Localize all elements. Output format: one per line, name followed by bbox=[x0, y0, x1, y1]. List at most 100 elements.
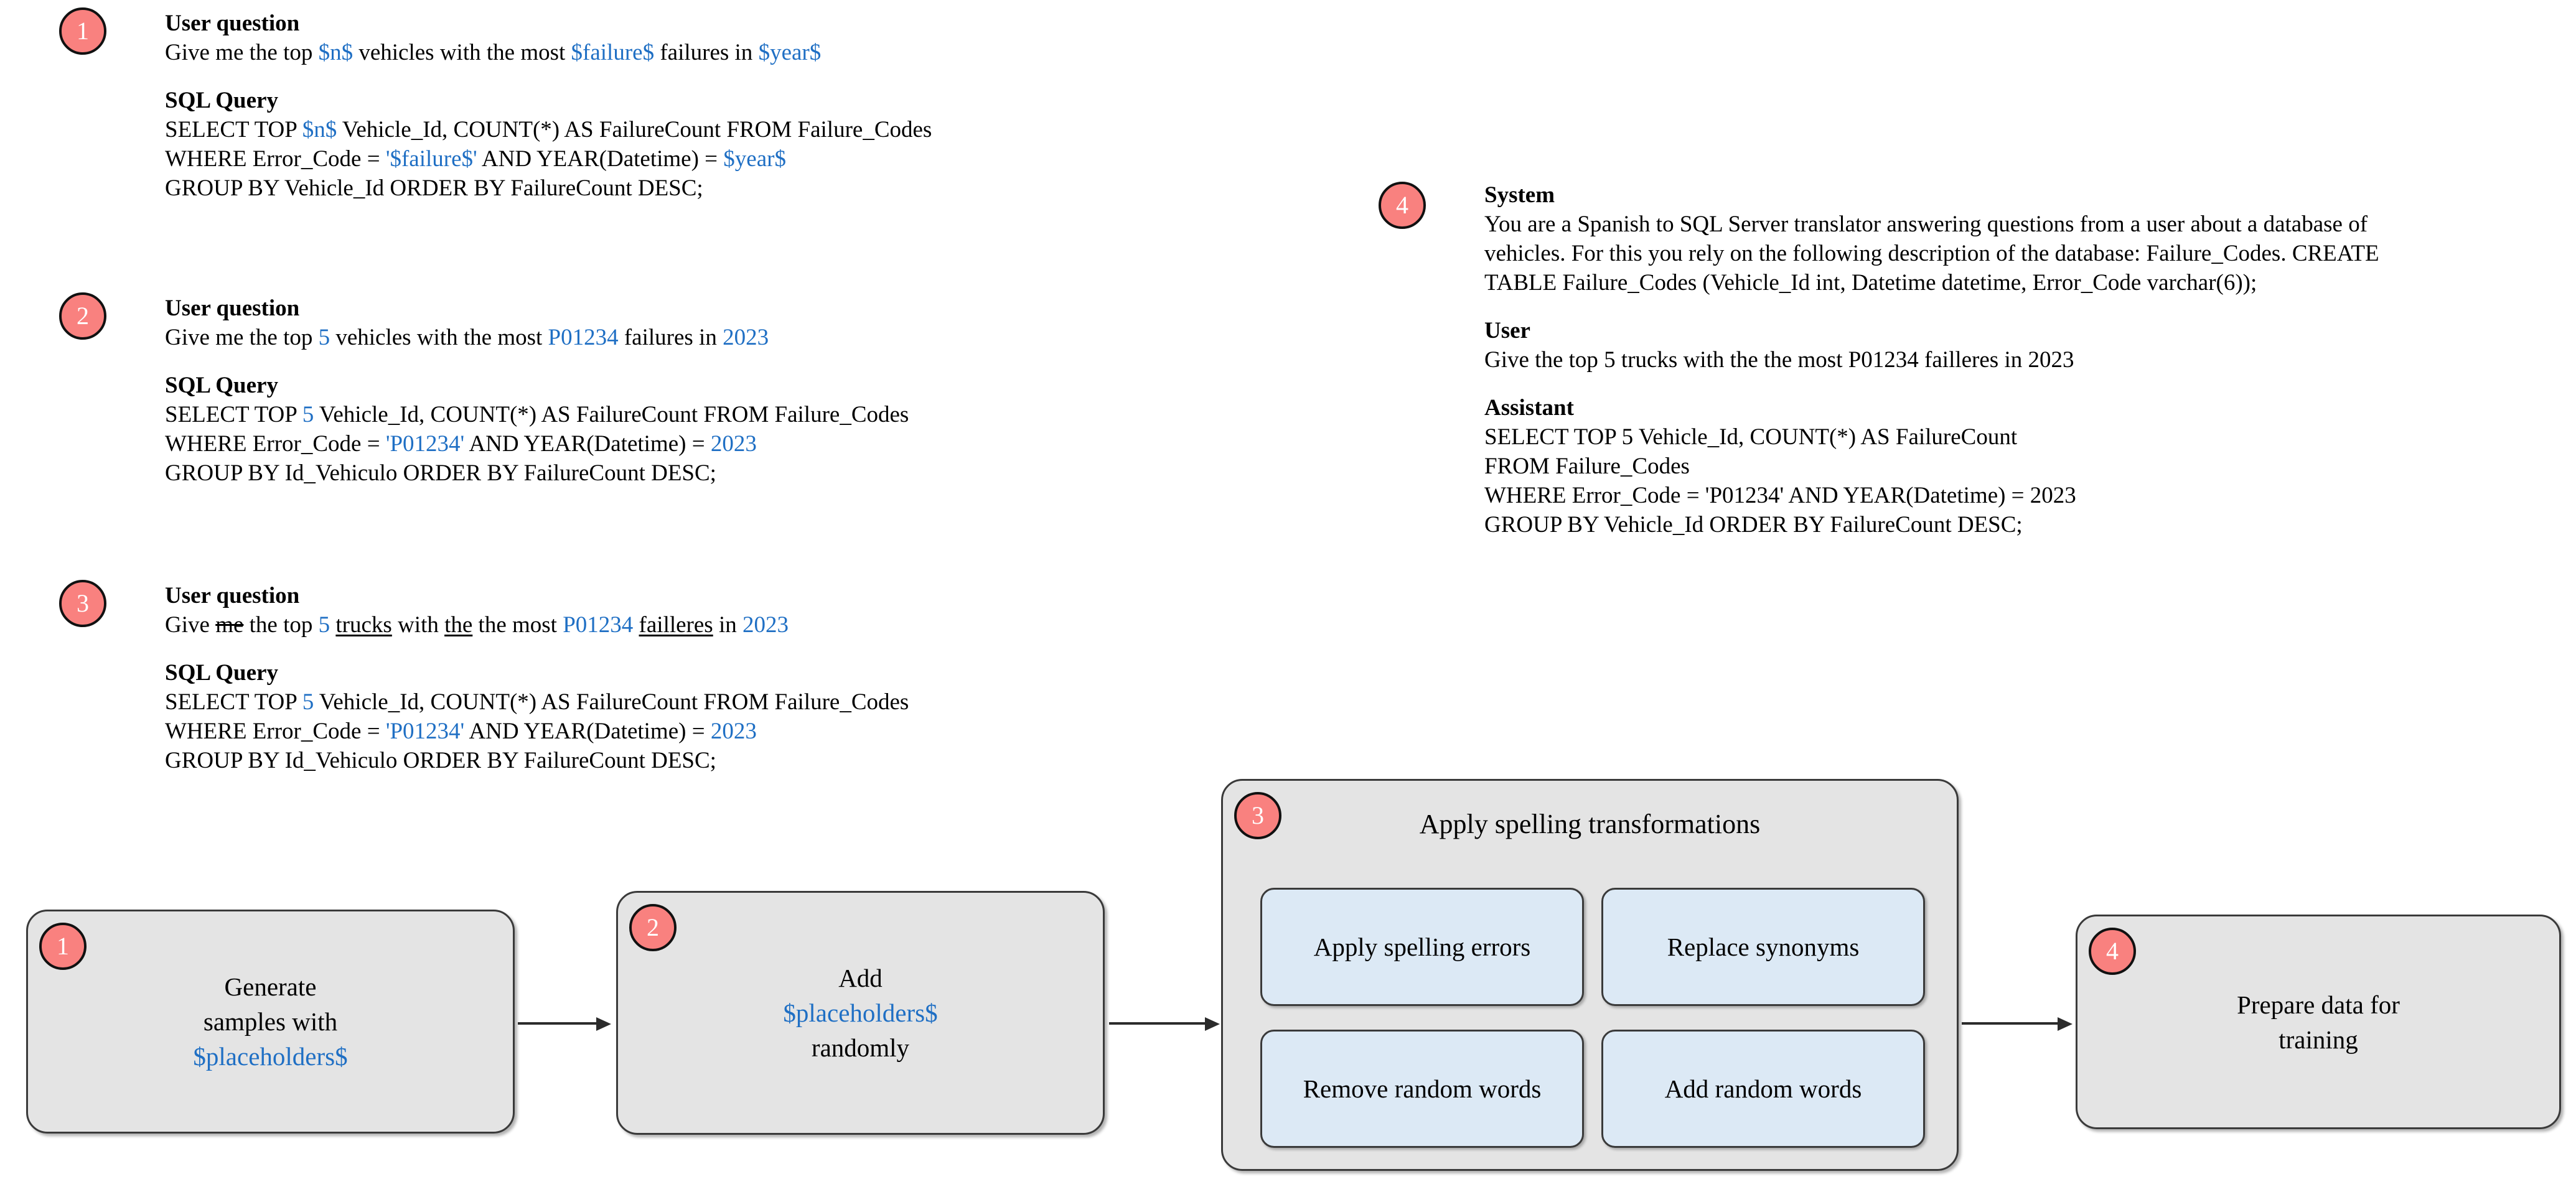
q3-part1: the top bbox=[243, 612, 319, 638]
sql1-1a: SELECT TOP bbox=[165, 117, 302, 142]
sql1-2v2: $year$ bbox=[723, 146, 786, 172]
system-role-title: System bbox=[1484, 182, 1555, 208]
q3-part3: in bbox=[713, 612, 742, 638]
subbox-remove-random-words[interactable]: Remove random words bbox=[1260, 1030, 1584, 1148]
q3-synonym-word: trucks bbox=[335, 612, 392, 638]
q1-placeholder-n: $n$ bbox=[318, 40, 354, 65]
assistant-sql-line-3: WHERE Error_Code = 'P01234' AND YEAR(Dat… bbox=[1484, 483, 2076, 508]
sql-query-title-3: SQL Query bbox=[165, 660, 278, 686]
flow-step-1-box[interactable]: 1 Generate samples with $placeholders$ bbox=[26, 910, 515, 1134]
step-badge-4: 4 bbox=[1379, 182, 1426, 229]
flow-step-4-box[interactable]: 4 Prepare data for training bbox=[2076, 915, 2561, 1129]
sql2-2b: AND YEAR(Datetime) = bbox=[464, 431, 711, 457]
flow-step-2-line2: $placeholders$ bbox=[783, 999, 938, 1027]
q2-part2: vehicles with the most bbox=[330, 325, 548, 350]
user-question-text-3: Give me the top 5 trucks with the the mo… bbox=[165, 610, 909, 640]
sql1-1b: Vehicle_Id, COUNT(*) AS FailureCount FRO… bbox=[337, 117, 932, 142]
spacer bbox=[165, 67, 932, 86]
spacer bbox=[165, 640, 909, 658]
user-question-title-1: User question bbox=[165, 11, 300, 36]
flow-badge-4: 4 bbox=[2089, 928, 2136, 975]
sql3-2a: WHERE Error_Code = bbox=[165, 719, 386, 744]
sql3-1v: 5 bbox=[302, 689, 314, 715]
step-badge-3: 3 bbox=[59, 580, 106, 627]
q1-placeholder-year: $year$ bbox=[758, 40, 822, 65]
flow-step-1-caption: Generate samples with $placeholders$ bbox=[193, 969, 347, 1074]
sql2-2v: 'P01234' bbox=[385, 431, 465, 457]
sql-line-1-2: WHERE Error_Code = '$failure$' AND YEAR(… bbox=[165, 144, 932, 174]
sql3-1b: Vehicle_Id, COUNT(*) AS FailureCount FRO… bbox=[314, 689, 909, 715]
q3-part2b: the most bbox=[472, 612, 563, 638]
arrow-shaft bbox=[1962, 1022, 2059, 1025]
sample-block-2: User question Give me the top 5 vehicles… bbox=[165, 294, 909, 488]
step-badge-1: 1 bbox=[59, 7, 106, 55]
flow-step-1-line2: samples with bbox=[203, 1007, 338, 1036]
arrow-1-to-2 bbox=[518, 1017, 611, 1031]
subbox-replace-synonyms[interactable]: Replace synonyms bbox=[1601, 888, 1925, 1006]
subbox-add-random-words[interactable]: Add random words bbox=[1601, 1030, 1925, 1148]
sql-line-3-2: WHERE Error_Code = 'P01234' AND YEAR(Dat… bbox=[165, 717, 909, 746]
q1-part3: failures in bbox=[654, 40, 759, 65]
arrow-shaft bbox=[518, 1022, 597, 1025]
assistant-sql-line-4: GROUP BY Vehicle_Id ORDER BY FailureCoun… bbox=[1484, 512, 2023, 538]
sql2-2v2: 2023 bbox=[710, 431, 757, 457]
flow-step-1-line3: $placeholders$ bbox=[193, 1042, 348, 1071]
q3-misspelled-word: failleres bbox=[639, 612, 713, 638]
user-message-text: Give the top 5 trucks with the the most … bbox=[1484, 347, 2074, 373]
flow-step-4-line2: training bbox=[2279, 1025, 2358, 1054]
flow-step-2-line1: Add bbox=[838, 964, 883, 992]
flow-badge-2: 2 bbox=[629, 904, 677, 951]
flow-step-3-title: Apply spelling transformations bbox=[1419, 809, 1761, 839]
user-question-title-2: User question bbox=[165, 296, 300, 321]
q3-part0: Give bbox=[165, 612, 216, 638]
user-question-text-1: Give me the top $n$ vehicles with the mo… bbox=[165, 38, 932, 67]
sql-line-2-2: WHERE Error_Code = 'P01234' AND YEAR(Dat… bbox=[165, 429, 909, 459]
sql1-2b: AND YEAR(Datetime) = bbox=[477, 146, 724, 172]
sample-block-1: User question Give me the top $n$ vehicl… bbox=[165, 9, 932, 203]
q3-added-word: the bbox=[444, 612, 473, 638]
flow-step-2-line3: randomly bbox=[811, 1033, 910, 1062]
sql3-2b: AND YEAR(Datetime) = bbox=[464, 719, 711, 744]
user-question-text-2: Give me the top 5 vehicles with the most… bbox=[165, 323, 909, 352]
sql1-2v: '$failure$' bbox=[385, 146, 477, 172]
assistant-sql-line-2: FROM Failure_Codes bbox=[1484, 454, 1690, 479]
assistant-role-title: Assistant bbox=[1484, 395, 1574, 421]
q2-value-n: 5 bbox=[318, 325, 330, 350]
training-record-block: System You are a Spanish to SQL Server t… bbox=[1484, 180, 2418, 539]
flow-step-3-box[interactable]: 3 Apply spelling transformations Apply s… bbox=[1221, 779, 1959, 1171]
assistant-sql-line-1: SELECT TOP 5 Vehicle_Id, COUNT(*) AS Fai… bbox=[1484, 424, 2018, 450]
q3-value-n: 5 bbox=[318, 612, 330, 638]
sql-line-2-3: GROUP BY Id_Vehiculo ORDER BY FailureCou… bbox=[165, 460, 716, 486]
sql3-2v: 'P01234' bbox=[385, 719, 465, 744]
flow-step-2-caption: Add $placeholders$ randomly bbox=[783, 961, 937, 1065]
step-badge-2: 2 bbox=[59, 292, 106, 340]
flow-badge-1: 1 bbox=[39, 923, 87, 970]
user-question-title-3: User question bbox=[165, 583, 300, 608]
subbox-apply-spelling-errors[interactable]: Apply spelling errors bbox=[1260, 888, 1584, 1006]
q2-part1: Give me the top bbox=[165, 325, 319, 350]
sql1-1v: $n$ bbox=[302, 117, 337, 142]
arrow-head bbox=[2058, 1017, 2073, 1031]
q2-value-failure: P01234 bbox=[548, 325, 619, 350]
sql-line-1-3: GROUP BY Vehicle_Id ORDER BY FailureCoun… bbox=[165, 175, 703, 201]
sql1-2a: WHERE Error_Code = bbox=[165, 146, 386, 172]
sql-query-title-2: SQL Query bbox=[165, 373, 278, 398]
q3-part2: with bbox=[391, 612, 445, 638]
sql2-1a: SELECT TOP bbox=[165, 402, 302, 427]
sql-line-3-1: SELECT TOP 5 Vehicle_Id, COUNT(*) AS Fai… bbox=[165, 687, 909, 717]
user-role-title: User bbox=[1484, 318, 1530, 343]
sql2-1b: Vehicle_Id, COUNT(*) AS FailureCount FRO… bbox=[314, 402, 909, 427]
flow-step-1-line1: Generate bbox=[224, 972, 317, 1001]
sample-block-3: User question Give me the top 5 trucks w… bbox=[165, 581, 909, 775]
flow-step-4-caption: Prepare data for training bbox=[2237, 987, 2400, 1057]
flow-step-2-box[interactable]: 2 Add $placeholders$ randomly bbox=[616, 891, 1105, 1135]
spacer bbox=[165, 352, 909, 371]
q1-part2: vehicles with the most bbox=[353, 40, 571, 65]
q1-placeholder-failure: $failure$ bbox=[571, 40, 655, 65]
sql2-1v: 5 bbox=[302, 402, 314, 427]
spacer bbox=[1484, 297, 2418, 316]
sql-line-1-1: SELECT TOP $n$ Vehicle_Id, COUNT(*) AS F… bbox=[165, 115, 932, 144]
sql3-2v2: 2023 bbox=[710, 719, 757, 744]
system-prompt-text: You are a Spanish to SQL Server translat… bbox=[1484, 212, 2379, 296]
sql3-1a: SELECT TOP bbox=[165, 689, 302, 715]
